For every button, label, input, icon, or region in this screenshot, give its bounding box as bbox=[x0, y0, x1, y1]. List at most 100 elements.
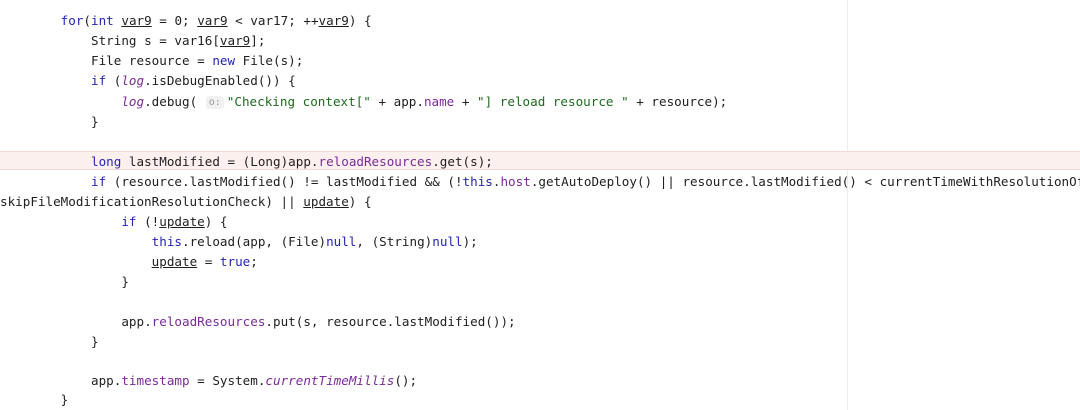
field-reload-resources: reloadResources bbox=[318, 154, 433, 169]
code-text: File resource = bbox=[91, 53, 213, 68]
keyword-for: for bbox=[60, 13, 84, 28]
code-text: .debug( bbox=[144, 94, 205, 109]
keyword-if: if bbox=[91, 73, 107, 88]
code-text: (! bbox=[136, 214, 160, 229]
indent bbox=[0, 274, 121, 289]
code-line-14: } bbox=[0, 272, 1080, 291]
code-text: ) { bbox=[204, 214, 228, 229]
indent bbox=[0, 94, 121, 109]
code-text: app. bbox=[91, 373, 122, 388]
code-text: = System. bbox=[189, 373, 266, 388]
indent bbox=[0, 334, 91, 349]
closing-brace: } bbox=[91, 114, 99, 129]
string-literal: "Checking context[" bbox=[226, 94, 371, 109]
variable-update: update bbox=[159, 214, 205, 229]
variable-var9: var9 bbox=[318, 13, 349, 28]
indent bbox=[0, 214, 121, 229]
code-text: .reload(app, (File) bbox=[182, 234, 327, 249]
code-line-7 bbox=[0, 132, 1080, 151]
code-text: ) { bbox=[348, 194, 372, 209]
code-line-11: if (!update) { bbox=[0, 212, 1080, 231]
code-text: = 0; bbox=[151, 13, 198, 28]
code-text: + bbox=[454, 94, 478, 109]
code-line-6: } bbox=[0, 112, 1080, 131]
variable-var9: var9 bbox=[121, 13, 152, 28]
variable-var9: var9 bbox=[197, 13, 228, 28]
code-text: ( bbox=[83, 13, 92, 28]
code-text: ; bbox=[250, 254, 258, 269]
closing-brace: } bbox=[121, 274, 129, 289]
code-text: (resource.lastModified() != lastModified… bbox=[106, 174, 463, 189]
indent bbox=[0, 392, 61, 407]
code-line-1: for(int var9 = 0; var9 < var17; ++var9) … bbox=[0, 11, 1080, 30]
variable-update: update bbox=[151, 254, 198, 269]
code-text: String s = var16[ bbox=[91, 33, 220, 48]
code-text: ( bbox=[106, 73, 122, 88]
parameter-hint: o: bbox=[205, 96, 224, 109]
code-line-13: update = true; bbox=[0, 252, 1080, 271]
keyword-if: if bbox=[91, 174, 107, 189]
code-line-5: log.debug( o:"Checking context[" + app.n… bbox=[0, 92, 1080, 111]
code-text: ); bbox=[462, 234, 478, 249]
keyword-new: new bbox=[212, 53, 236, 68]
indent bbox=[0, 373, 91, 388]
indent bbox=[0, 53, 91, 68]
code-line-9: if (resource.lastModified() != lastModif… bbox=[0, 172, 1080, 191]
code-line-15 bbox=[0, 292, 1080, 311]
keyword-int: int bbox=[91, 13, 114, 28]
code-line-8-highlighted: long lastModified = (Long)app.reloadReso… bbox=[0, 151, 1080, 170]
variable-update: update bbox=[303, 194, 349, 209]
code-line-3: File resource = new File(s); bbox=[0, 51, 1080, 70]
closing-brace: } bbox=[91, 334, 99, 349]
keyword-this: this bbox=[462, 174, 493, 189]
code-line-16: app.reloadResources.put(s, resource.last… bbox=[0, 312, 1080, 331]
keyword-null: null bbox=[326, 234, 357, 249]
keyword-this: this bbox=[151, 234, 182, 249]
code-text: .put(s, resource.lastModified()); bbox=[265, 314, 516, 329]
indent bbox=[0, 114, 91, 129]
code-text: File(s); bbox=[235, 53, 304, 68]
code-line-2: String s = var16[var9]; bbox=[0, 31, 1080, 50]
closing-brace: } bbox=[60, 392, 69, 407]
code-text: < var17; ++ bbox=[227, 13, 319, 28]
code-text: = bbox=[197, 254, 220, 269]
code-text: ]; bbox=[250, 33, 266, 48]
code-text: app. bbox=[121, 314, 152, 329]
indent bbox=[0, 13, 61, 28]
code-line-10: skipFileModificationResolutionCheck) || … bbox=[0, 192, 1080, 211]
keyword-if: if bbox=[121, 214, 137, 229]
code-text: lastModified = (Long)app. bbox=[121, 154, 319, 169]
code-text: skipFileModificationResolutionCheck) || bbox=[0, 194, 304, 209]
indent bbox=[0, 33, 91, 48]
keyword-long: long bbox=[91, 154, 122, 169]
code-line-20: } bbox=[0, 390, 1080, 409]
indent bbox=[0, 234, 152, 249]
static-field-log: log bbox=[121, 94, 145, 109]
indent bbox=[0, 254, 152, 269]
static-field-log: log bbox=[121, 73, 145, 88]
code-line-4: if (log.isDebugEnabled()) { bbox=[0, 71, 1080, 90]
code-text: , (String) bbox=[356, 234, 433, 249]
string-literal: "] reload resource " bbox=[477, 94, 629, 109]
indent bbox=[0, 154, 91, 169]
code-line-12: this.reload(app, (File)null, (String)nul… bbox=[0, 232, 1080, 251]
field-host: host bbox=[500, 174, 531, 189]
code-text: + app. bbox=[370, 94, 424, 109]
code-text: . bbox=[492, 174, 501, 189]
right-margin-guide bbox=[847, 0, 848, 410]
keyword-true: true bbox=[219, 254, 251, 269]
code-text: ) { bbox=[348, 13, 372, 28]
code-text: .get(s); bbox=[432, 154, 493, 169]
indent bbox=[0, 174, 91, 189]
code-line-17: } bbox=[0, 332, 1080, 351]
variable-var9: var9 bbox=[219, 33, 251, 48]
code-line-18 bbox=[0, 352, 1080, 371]
code-line-19: app.timestamp = System.currentTimeMillis… bbox=[0, 371, 1080, 390]
field-timestamp: timestamp bbox=[121, 373, 190, 388]
static-method-current-time-millis: currentTimeMillis bbox=[265, 373, 395, 388]
indent bbox=[0, 73, 91, 88]
field-reload-resources: reloadResources bbox=[151, 314, 266, 329]
code-text: (); bbox=[394, 373, 418, 388]
keyword-null: null bbox=[432, 234, 463, 249]
